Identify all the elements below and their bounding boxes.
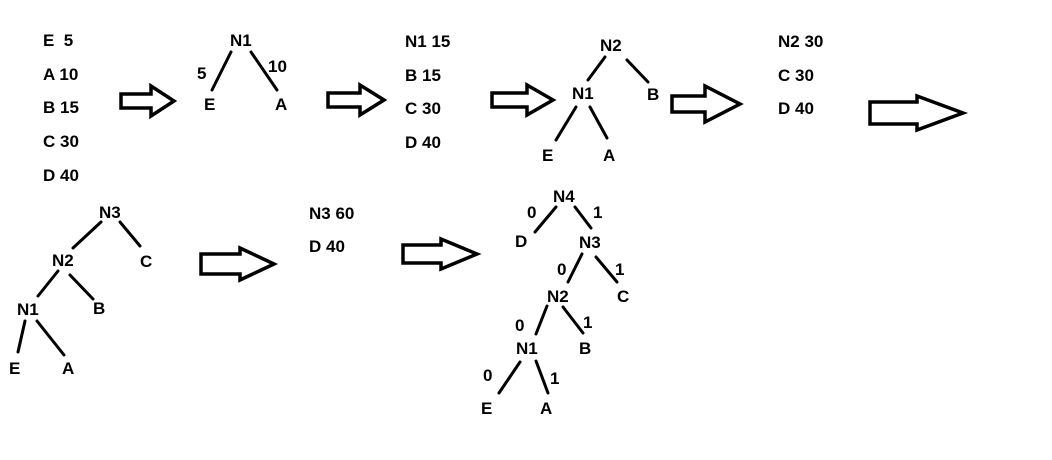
tree4-node-a: A xyxy=(540,399,552,418)
tree3-node-c: C xyxy=(140,252,152,271)
tree4-node-e: E xyxy=(481,399,492,418)
tree4-code-c: 1 xyxy=(615,260,624,279)
tree3-node-n1: N1 xyxy=(17,300,39,319)
step3-item-n2: N2 30 xyxy=(778,32,823,51)
step1-item-a: A 10 xyxy=(43,65,78,84)
arrow-icon-2 xyxy=(326,81,388,119)
tree4-code-b: 1 xyxy=(583,313,592,332)
tree4-node-n1: N1 xyxy=(516,339,538,358)
step1-item-c: C 30 xyxy=(43,132,79,151)
tree3-node-a: A xyxy=(62,359,74,378)
step4-item-d: D 40 xyxy=(309,237,345,256)
tree4-code-a: 1 xyxy=(550,369,559,388)
tree3-node-n2: N2 xyxy=(52,251,74,270)
step2-item-d: D 40 xyxy=(405,133,441,152)
tree4-node-n2: N2 xyxy=(547,287,569,306)
tree4-node-c: C xyxy=(617,287,629,306)
step3-list: N2 30 C 30 D 40 xyxy=(778,32,823,118)
tree1: N1 5 10 E A xyxy=(197,31,287,114)
tree2-node-n1: N1 xyxy=(572,84,594,103)
tree4: N4 0 1 D N3 0 1 N2 C 0 1 N1 B 0 1 E A xyxy=(481,187,629,418)
step2-item-n1: N1 15 xyxy=(405,32,450,51)
arrow-icon-3 xyxy=(490,81,557,119)
step1-item-d: D 40 xyxy=(43,166,79,185)
tree4-code-d: 0 xyxy=(527,203,536,222)
tree1-node-a: A xyxy=(275,95,287,114)
tree3: N3 N2 C N1 B E A xyxy=(9,203,152,378)
arrow-icon-4 xyxy=(670,83,744,125)
tree4-node-b: B xyxy=(579,339,591,358)
tree3-node-b: B xyxy=(93,299,105,318)
tree4-node-n3: N3 xyxy=(579,233,601,252)
arrow-icon-7 xyxy=(401,236,482,272)
tree4-code-n2: 0 xyxy=(557,260,566,279)
arrow-icon-1 xyxy=(119,82,178,120)
tree2-node-b: B xyxy=(647,85,659,104)
tree4-code-n3: 1 xyxy=(593,203,602,222)
tree3-node-n3: N3 xyxy=(99,203,121,222)
tree4-node-n4: N4 xyxy=(553,187,575,206)
tree4-node-d: D xyxy=(515,232,527,251)
tree1-weight-e: 5 xyxy=(197,64,206,83)
tree1-node-n1: N1 xyxy=(230,31,252,50)
arrow-icon-6 xyxy=(199,245,279,283)
tree1-node-e: E xyxy=(204,95,215,114)
step3-item-d: D 40 xyxy=(778,99,814,118)
step2-item-b: B 15 xyxy=(405,66,441,85)
tree2-node-a: A xyxy=(603,146,615,165)
step4-list: N3 60 D 40 xyxy=(309,204,354,256)
tree1-weight-a: 10 xyxy=(268,57,287,76)
tree4-code-n1: 0 xyxy=(515,316,524,335)
step1-item-e: E 5 xyxy=(43,31,73,50)
tree2-node-n2: N2 xyxy=(600,36,622,55)
tree2: N2 N1 B E A xyxy=(542,36,659,165)
tree2-node-e: E xyxy=(542,146,553,165)
step1-item-b: B 15 xyxy=(43,98,79,117)
step3-item-c: C 30 xyxy=(778,66,814,85)
step2-list: N1 15 B 15 C 30 D 40 xyxy=(405,32,450,152)
step4-item-n3: N3 60 xyxy=(309,204,354,223)
tree4-code-e: 0 xyxy=(483,366,492,385)
step2-item-c: C 30 xyxy=(405,99,441,118)
tree3-node-e: E xyxy=(9,359,20,378)
step1-list: E 5 A 10 B 15 C 30 D 40 xyxy=(43,31,79,185)
arrow-icon-5 xyxy=(868,93,969,133)
